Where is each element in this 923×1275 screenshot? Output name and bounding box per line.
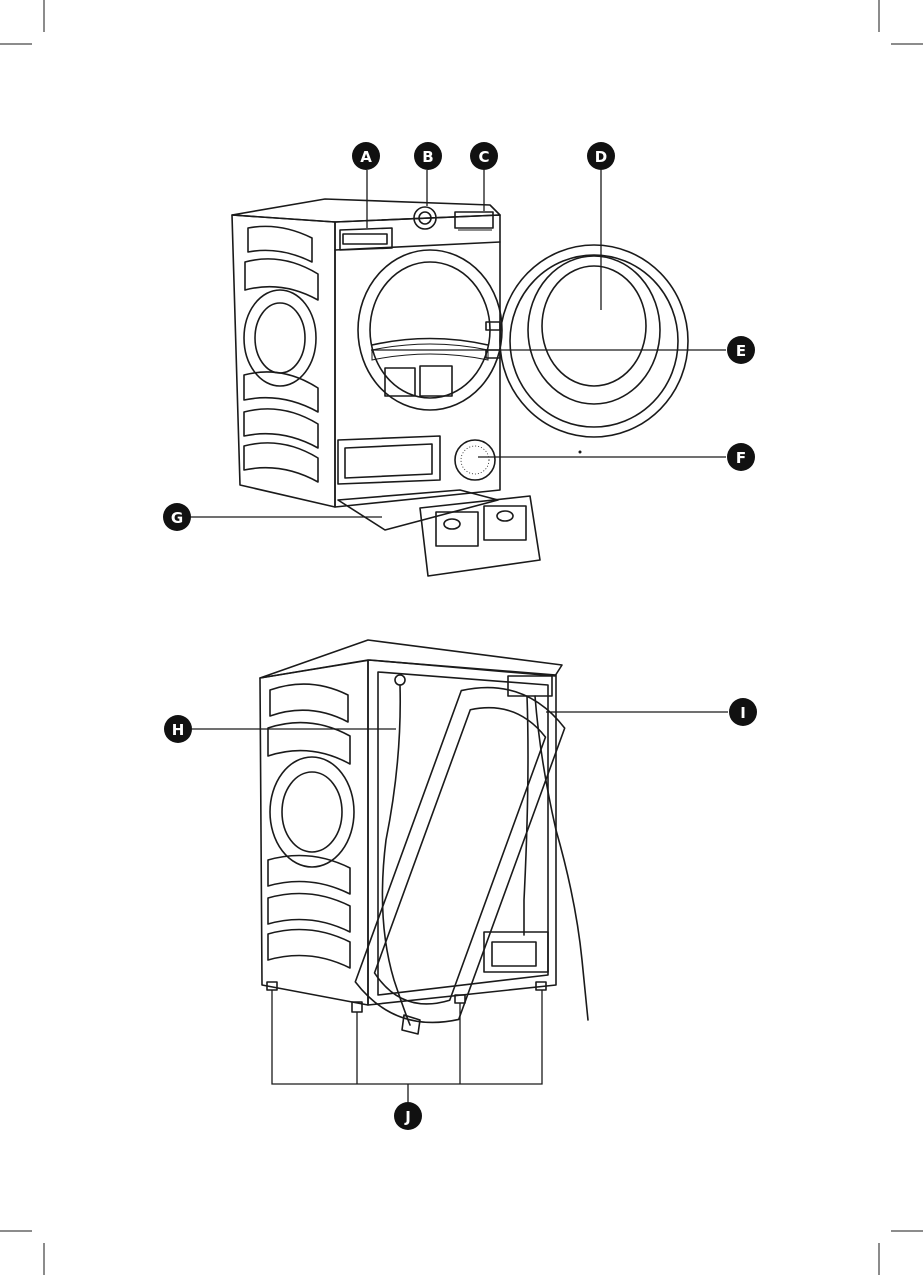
callout-f-label: F: [736, 449, 746, 467]
callout-j: J: [394, 1102, 422, 1130]
callout-e-label: E: [736, 342, 746, 360]
callout-b-label: B: [422, 148, 433, 166]
callout-a-label: A: [360, 148, 372, 166]
dryer-front-illustration: [232, 199, 688, 576]
callout-c-label: C: [478, 148, 489, 166]
callout-a: A: [352, 142, 380, 170]
callout-c: C: [470, 142, 498, 170]
callout-i-label: I: [740, 704, 746, 722]
callout-b: B: [414, 142, 442, 170]
callout-h: H: [164, 715, 192, 743]
callout-d: D: [587, 142, 615, 170]
callout-i: I: [729, 698, 757, 726]
callout-d-label: D: [595, 148, 607, 166]
callout-g-label: G: [171, 509, 183, 527]
callout-h-label: H: [172, 721, 185, 739]
dryer-rear-illustration: [260, 640, 588, 1102]
callout-j-label: J: [404, 1108, 411, 1126]
callout-g: G: [163, 503, 191, 531]
callout-f: F: [727, 443, 755, 471]
callout-e: E: [727, 336, 755, 364]
leader-lines: [190, 170, 728, 729]
